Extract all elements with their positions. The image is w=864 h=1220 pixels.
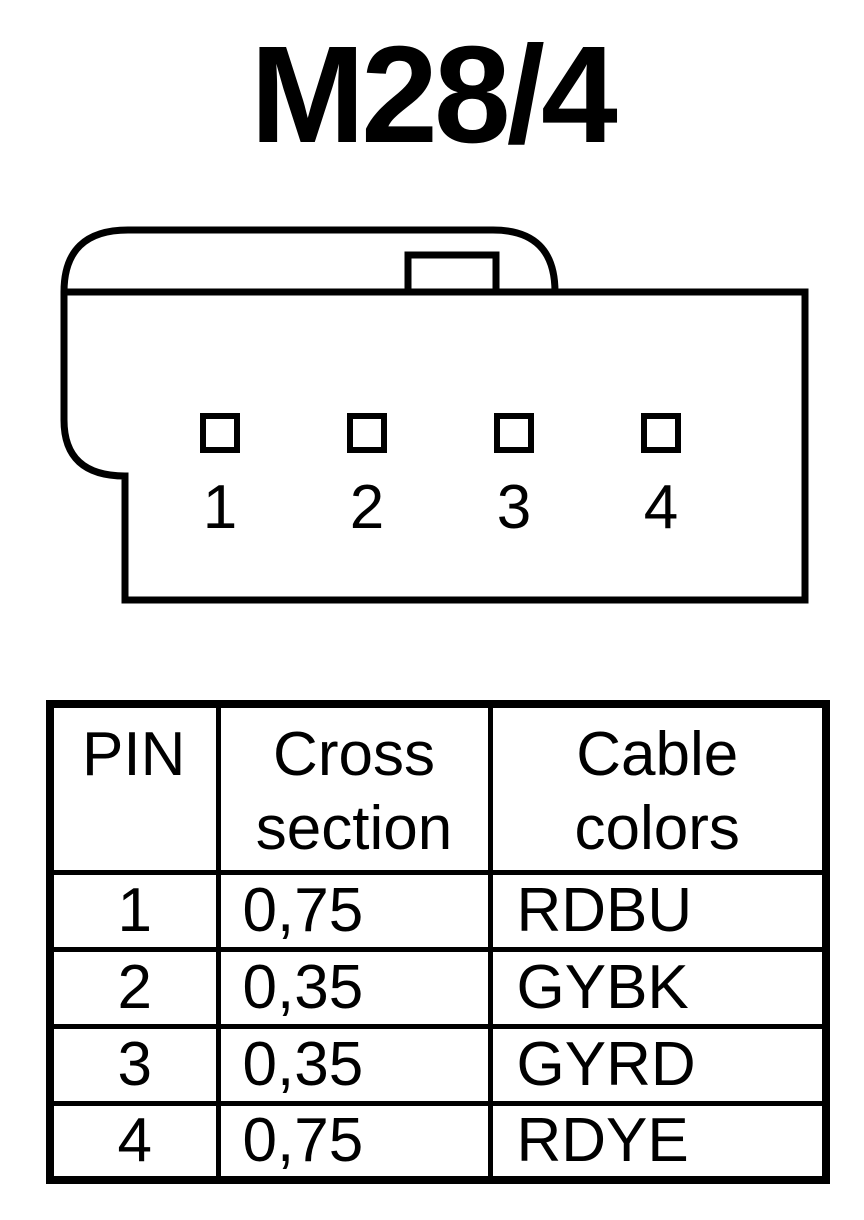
cell-cross-section: 0,35: [215, 946, 493, 1029]
table-row: 2 0,35 GYBK: [47, 946, 829, 1029]
cell-cable-color: RDBU: [487, 869, 829, 952]
table-row: 1 0,75 RDBU: [47, 869, 829, 952]
pin-number-label: 4: [644, 473, 678, 542]
locking-tab: [404, 251, 500, 296]
header-cable-colors: Cable colors: [487, 701, 829, 875]
table-row: 3 0,35 GYRD: [47, 1023, 829, 1106]
pin-number-label: 1: [203, 473, 237, 542]
cell-cross-section: 0,75: [215, 869, 493, 952]
cell-cross-section: 0,75: [215, 1100, 493, 1183]
cell-pin: 1: [47, 869, 221, 952]
header-cross-section: Cross section: [215, 701, 493, 875]
cell-cable-color: RDYE: [487, 1100, 829, 1183]
header-pin: PIN: [47, 701, 221, 875]
pin-number-label: 3: [497, 473, 531, 542]
pin-contact: [347, 413, 387, 453]
connector-title: M28/4: [250, 18, 618, 172]
pin-number-label: 2: [350, 473, 384, 542]
cell-pin: 3: [47, 1023, 221, 1106]
pin-contact: [200, 413, 240, 453]
header-cross-section-line2: section: [255, 794, 453, 863]
connector-outline: [60, 226, 809, 604]
table-header-row: PIN Cross section Cable colors: [47, 701, 829, 875]
cell-cross-section: 0,35: [215, 1023, 493, 1106]
cell-cable-color: GYRD: [487, 1023, 829, 1106]
pin-contact: [494, 413, 534, 453]
header-cross-section-line1: Cross: [273, 720, 435, 789]
header-cable-colors-line2: colors: [574, 794, 740, 863]
cell-pin: 2: [47, 946, 221, 1029]
cell-pin: 4: [47, 1100, 221, 1183]
cell-cable-color: GYBK: [487, 946, 829, 1029]
table-row: 4 0,75 RDYE: [47, 1100, 829, 1183]
connector-housing-diagram: 1 2 3 4: [60, 226, 809, 604]
header-cable-colors-line1: Cable: [576, 720, 739, 789]
pin-contact: [641, 413, 681, 453]
pin-assignment-table: PIN Cross section Cable colors 1 0,75 RD…: [46, 700, 830, 1184]
